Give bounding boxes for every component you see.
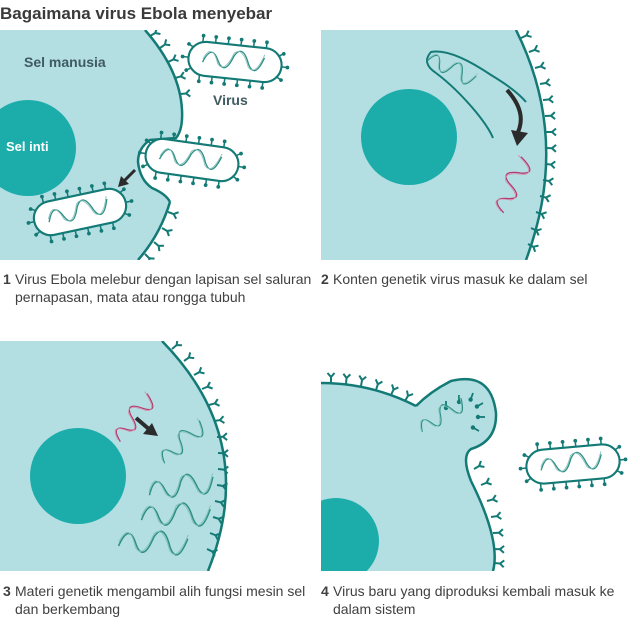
arrow-icon [505, 88, 528, 146]
caption-step-3: 3 Materi genetik mengambil alih fungsi m… [3, 583, 306, 617]
panel-step-2 [321, 30, 640, 260]
panel-step-4 [321, 341, 640, 571]
label-nucleus: Sel inti [6, 139, 49, 154]
released-virus [516, 435, 629, 494]
budding-illustration [321, 372, 640, 571]
replication-illustration [0, 341, 230, 571]
fusion-illustration [0, 30, 320, 260]
caption-step-2: 2 Konten genetik virus masuk ke dalam se… [321, 271, 588, 287]
diagram-title: Bagaimana virus Ebola menyebar [0, 4, 273, 23]
arrow-icon [134, 416, 158, 436]
caption-step-4: 4 Virus baru yang diproduksi kembali mas… [321, 583, 615, 617]
panel-step-1: Sel manusia Sel inti Virus [0, 30, 320, 260]
label-virus: Virus [213, 92, 248, 108]
label-human-cell: Sel manusia [24, 54, 106, 70]
nucleus [321, 498, 379, 571]
nucleus [0, 100, 76, 196]
nucleus [30, 428, 126, 524]
arrow-icon [118, 168, 137, 187]
entry-illustration [321, 30, 558, 260]
nucleus [361, 89, 457, 185]
panel-step-3 [0, 341, 320, 571]
opened-virus [425, 48, 527, 139]
caption-step-1: 1 Virus Ebola melebur dengan lapisan sel… [3, 271, 312, 305]
virus-outside [178, 32, 292, 93]
